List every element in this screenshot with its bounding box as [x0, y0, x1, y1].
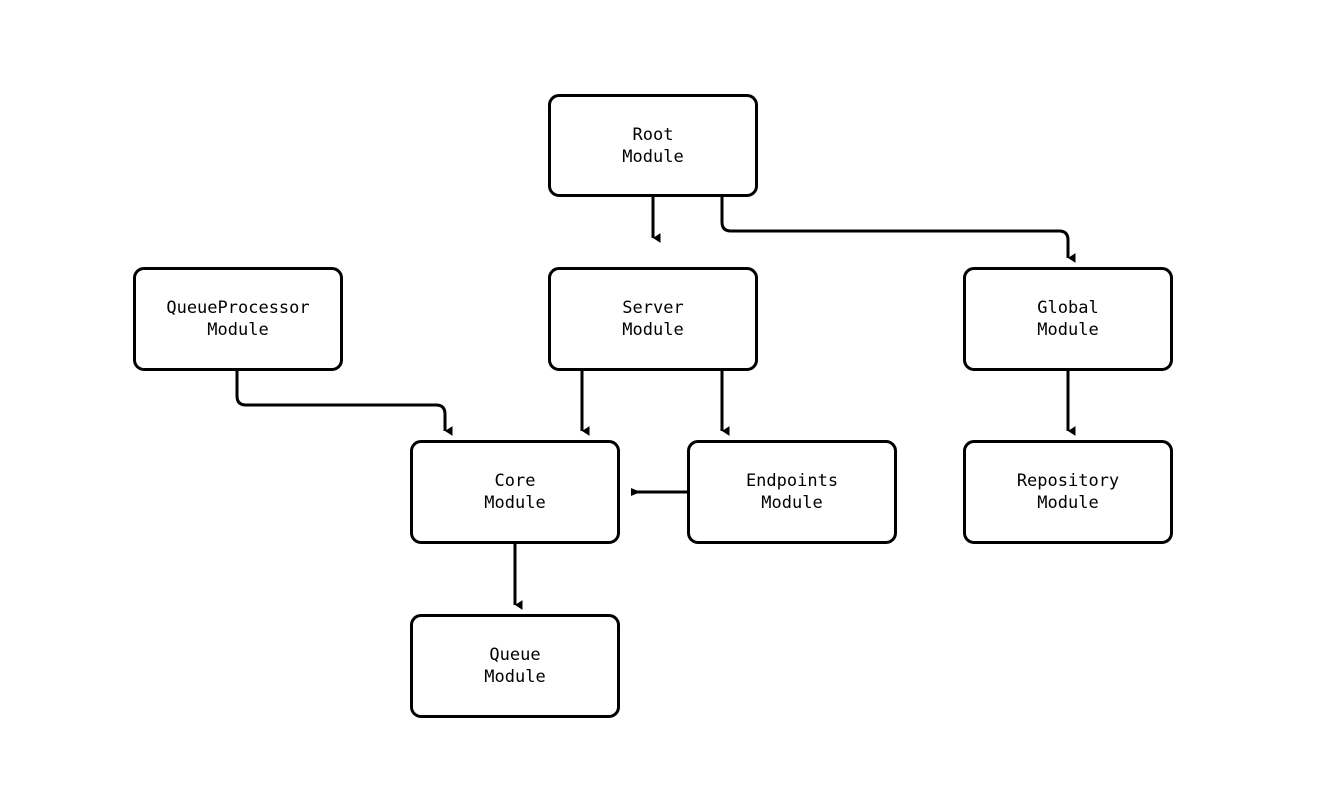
node-queue-module-line1: Queue	[489, 645, 541, 665]
node-core-module-line2: Module	[484, 493, 546, 513]
node-queue-module[interactable]: Queue Module	[410, 614, 620, 718]
node-core-module-line1: Core	[494, 471, 536, 491]
node-root-module-line2: Module	[622, 146, 684, 167]
node-endpoints-module[interactable]: Endpoints Module	[687, 440, 897, 544]
node-server-module-line1: Server	[622, 298, 684, 318]
node-queueprocessor-module[interactable]: QueueProcessor Module	[133, 267, 343, 371]
node-global-module[interactable]: Global Module	[963, 267, 1173, 371]
node-endpoints-module-line2: Module	[761, 493, 823, 513]
node-repository-module-line2: Module	[1037, 493, 1099, 513]
node-global-module-line1: Global	[1037, 298, 1099, 318]
node-root-module-line1: Root	[632, 124, 674, 145]
node-queueprocessor-module-line2: Module	[207, 320, 269, 340]
node-global-module-line2: Module	[1037, 320, 1099, 340]
edge-queueprocessor-to-core	[235, 371, 453, 436]
node-server-module[interactable]: Server Module	[548, 267, 758, 371]
node-queue-module-line2: Module	[484, 667, 546, 687]
node-repository-module[interactable]: Repository Module	[963, 440, 1173, 544]
edge-root-to-global	[720, 197, 1076, 263]
node-endpoints-module-line1: Endpoints	[745, 471, 839, 491]
node-root-module[interactable]: Root Module	[548, 94, 758, 197]
node-queueprocessor-module-line1: QueueProcessor	[166, 298, 310, 318]
node-repository-module-line1: Repository	[1016, 471, 1120, 491]
node-server-module-line2: Module	[622, 320, 684, 340]
node-core-module[interactable]: Core Module	[410, 440, 620, 544]
